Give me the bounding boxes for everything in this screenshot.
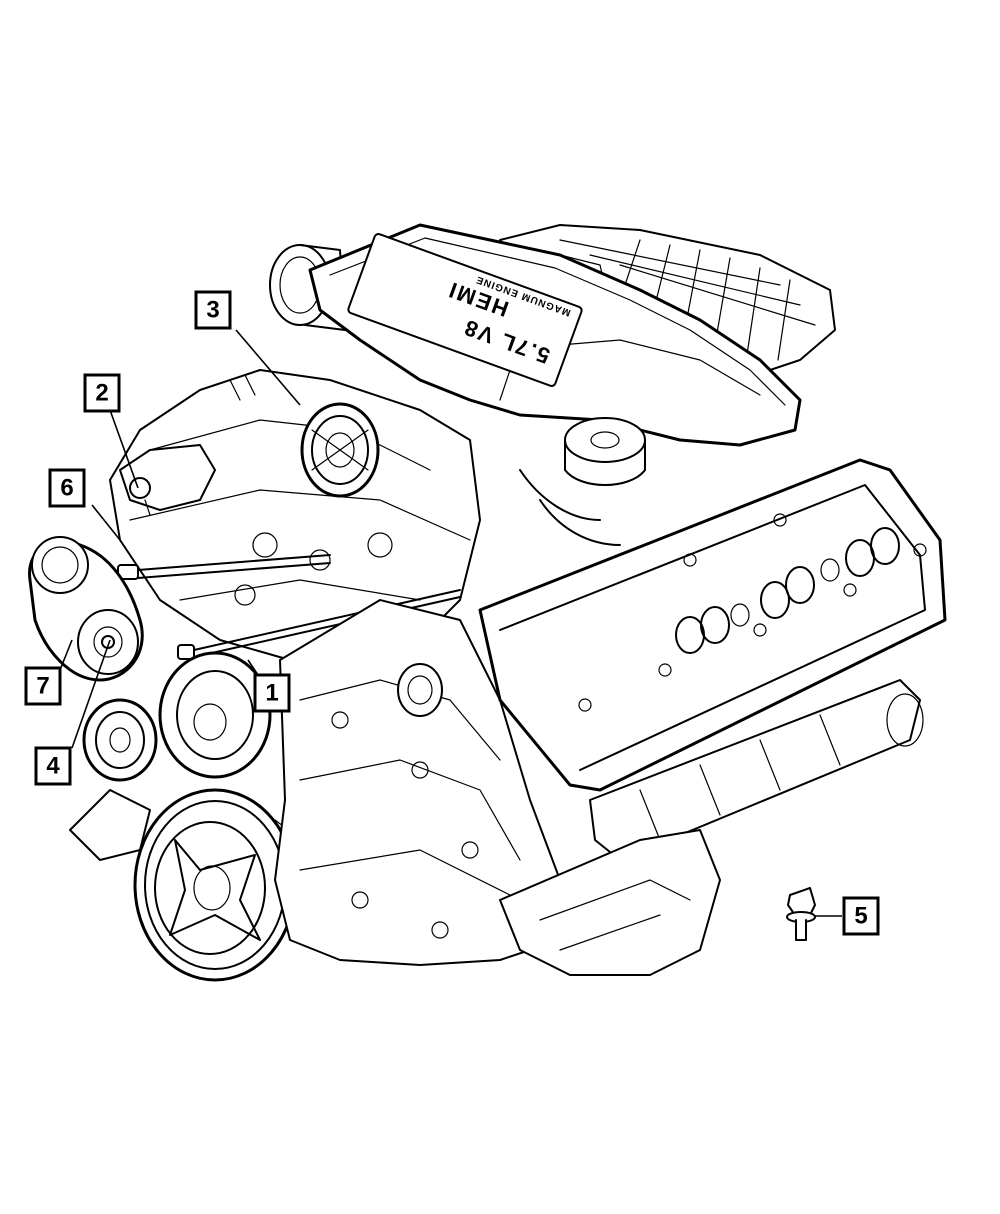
callout-3: 3	[194, 290, 232, 330]
exhaust-manifold	[589, 679, 924, 861]
callout-4-label: 4	[46, 753, 60, 780]
engine-cover: 5.7L V8 HEMI MAGNUM ENGINE	[308, 223, 802, 447]
tensioner-bolt-6	[117, 554, 331, 580]
leader-line-6	[91, 504, 121, 541]
oil-filler-cap	[519, 417, 646, 546]
engine-block-front	[274, 599, 561, 966]
belt-tensioner-7	[28, 536, 144, 682]
callout-4: 4	[34, 746, 72, 786]
leader-line-3	[235, 329, 301, 406]
front-accessory-area	[109, 369, 481, 661]
callout-3-label: 3	[206, 297, 219, 324]
callout-5: 5	[842, 896, 880, 936]
tensioner-bracket-2	[119, 444, 216, 516]
callout-6: 6	[48, 468, 86, 508]
callout-5-label: 5	[854, 903, 867, 930]
engine-illustration: 5.7L V8 HEMI MAGNUM ENGINE	[28, 223, 947, 982]
callout-2: 2	[83, 373, 121, 413]
leader-line-4	[71, 639, 111, 749]
lower-left-bracket	[69, 789, 151, 861]
callout-2-label: 2	[95, 380, 108, 407]
crankshaft-damper	[133, 788, 301, 982]
water-pump-pulley	[158, 651, 272, 779]
idler-pulley-3	[300, 402, 380, 498]
spark-plug-wells	[675, 527, 900, 654]
callout-7-label: 7	[36, 673, 49, 700]
callout-1: 1	[253, 673, 291, 713]
lower-idler-pulley-4	[82, 698, 158, 782]
valve-cover-right	[478, 458, 947, 792]
bolt-5	[786, 887, 816, 941]
callout-7: 7	[24, 666, 62, 706]
oil-pan	[499, 829, 721, 976]
callout-6-label: 6	[60, 475, 73, 502]
leader-line-2	[109, 409, 139, 489]
callout-1-label: 1	[265, 680, 278, 707]
long-bolt	[177, 589, 461, 660]
